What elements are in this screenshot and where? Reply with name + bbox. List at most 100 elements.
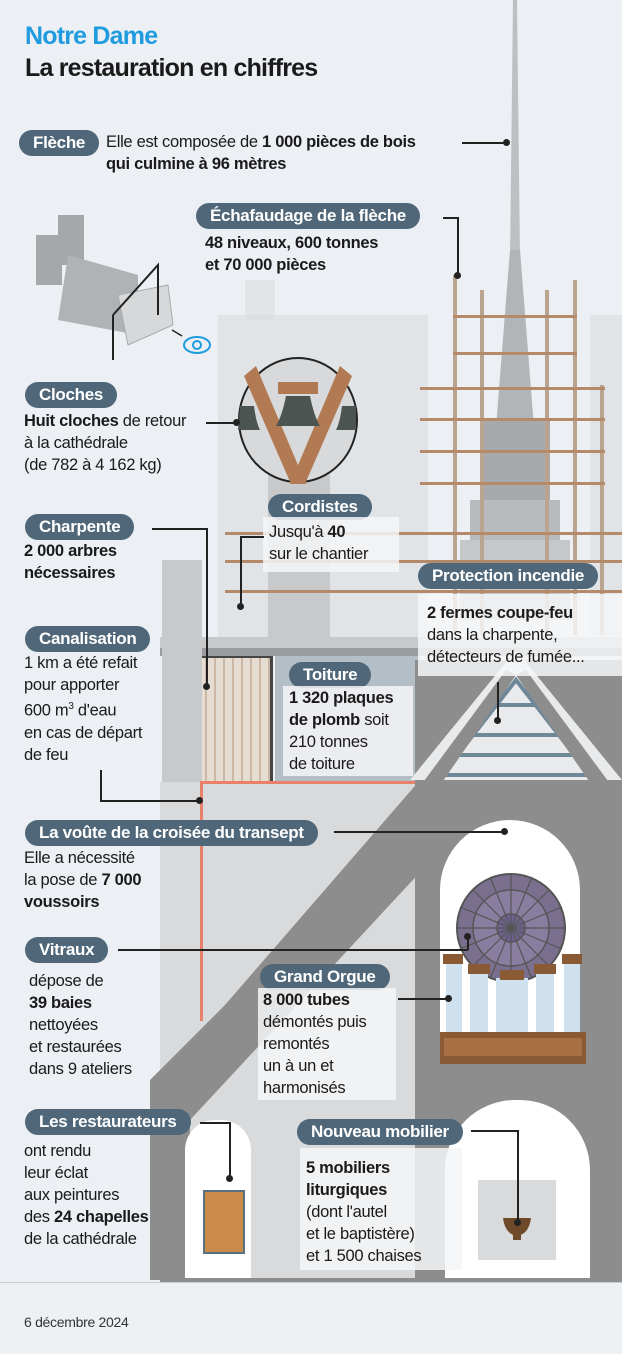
leader-dot	[501, 828, 508, 835]
fleche-text: Elle est composée de 1 000 pièces de boi…	[106, 131, 416, 175]
leader-dot	[464, 933, 471, 940]
leader-line	[100, 800, 199, 802]
canalisation-line1: 1 km a été refait	[24, 654, 138, 672]
orgue-line4: un à un et	[263, 1057, 334, 1075]
mobilier-line5: et 1 500 chaises	[306, 1247, 422, 1265]
bells-icon	[238, 357, 358, 484]
leader-line	[443, 217, 458, 219]
canalisation-line5: de feu	[24, 745, 69, 764]
leader-line	[398, 998, 448, 1000]
cordistes-text: Jusqu'à 40 sur le chantier	[269, 521, 368, 565]
scaffold-pole	[545, 290, 549, 635]
leader-dot	[203, 683, 210, 690]
toiture-text: 1 320 plaques de plomb soit 210 tonnes d…	[289, 687, 394, 775]
buttress-icon	[150, 780, 450, 1280]
roof-frame	[198, 656, 273, 782]
restaurateurs-line4-pre: des	[24, 1208, 54, 1226]
floor-line	[160, 1278, 622, 1282]
cloches-line1: de retour	[118, 412, 187, 430]
scaffold-beam	[453, 352, 577, 355]
charpente-line1: 2 000 arbres	[24, 542, 117, 560]
canalisation-line2: pour apporter	[24, 676, 120, 694]
leader-line	[200, 1122, 230, 1124]
restaurateurs-line3: aux peintures	[24, 1186, 120, 1204]
badge-nouveau-mobilier: Nouveau mobilier	[297, 1119, 463, 1145]
charpente-line2: nécessaires	[24, 564, 116, 582]
voute-line3-bold: voussoirs	[24, 893, 100, 911]
badge-grand-orgue: Grand Orgue	[260, 964, 390, 990]
publication-date: 6 décembre 2024	[24, 1314, 129, 1330]
cloches-bold: Huit cloches	[24, 412, 119, 430]
cloches-line3: (de 782 à 4 162 kg)	[24, 456, 162, 474]
kicker: Notre Dame	[25, 22, 158, 50]
organ-icon	[440, 954, 586, 1064]
vitraux-line4: et restaurées	[29, 1038, 122, 1056]
leader-dot	[445, 995, 452, 1002]
vitraux-line5: dans 9 ateliers	[29, 1060, 132, 1078]
protection-line3: détecteurs de fumée...	[427, 648, 585, 666]
toiture-textbox	[283, 686, 413, 776]
restaurateurs-line4-bold: 24 chapelles	[54, 1208, 149, 1226]
leader-line	[229, 1122, 231, 1178]
voute-text: Elle a nécessité la pose de 7 000 vousso…	[24, 847, 142, 913]
footer-divider	[0, 1282, 622, 1283]
roof-highlight-vertical	[200, 781, 203, 1021]
voute-line2-bold: 7 000	[101, 871, 142, 889]
leader-dot	[454, 272, 461, 279]
canalisation-line4: en cas de départ	[24, 723, 143, 742]
cathedral-locator-icon	[36, 215, 174, 360]
page-title: La restauration en chiffres	[25, 54, 318, 82]
vitraux-line3: nettoyées	[29, 1016, 98, 1034]
fleche-text-line2: qui culmine à 96 mètres	[106, 155, 287, 173]
scaffold-pole	[453, 275, 457, 635]
restaurateurs-text: ont rendu leur éclat aux peintures des 2…	[24, 1140, 149, 1250]
scaffold-beam	[225, 560, 622, 563]
truss-icon	[410, 650, 622, 800]
cloches-text: Huit cloches de retour à la cathédrale (…	[24, 410, 186, 476]
scaffold-beam	[420, 482, 605, 485]
canalisation-line3-pre: 600 m	[24, 701, 69, 720]
leader-dot	[226, 1175, 233, 1182]
badge-toiture: Toiture	[289, 662, 372, 688]
leader-line	[240, 536, 264, 538]
badge-charpente: Charpente	[25, 514, 135, 540]
scaffold-beam	[420, 418, 605, 421]
scaffold-beam	[420, 450, 605, 453]
scaffold-pole	[600, 385, 604, 635]
background-turret	[245, 280, 275, 320]
footer	[0, 1283, 622, 1354]
leader-line	[517, 1130, 519, 1222]
echafaudage-text: 48 niveaux, 600 tonnes et 70 000 pièces	[205, 232, 378, 276]
leader-line	[100, 770, 102, 801]
canalisation-line3-sup: 3	[68, 701, 74, 712]
badge-voute: La voûte de la croisée du transept	[25, 820, 318, 846]
mobilier-bold1: 5 mobiliers	[306, 1159, 390, 1177]
leader-line	[240, 536, 242, 606]
scaffold-pole	[480, 290, 484, 635]
cordistes-line1-pre: Jusqu'à	[269, 523, 328, 541]
badge-protection-incendie: Protection incendie	[418, 563, 599, 589]
toiture-line3: 210 tonnes	[289, 733, 368, 751]
toiture-line4: de toiture	[289, 755, 355, 773]
background-tower-right	[590, 315, 622, 635]
leader-line	[206, 422, 236, 424]
baptismal-font-icon	[503, 1218, 531, 1240]
leader-dot	[237, 603, 244, 610]
badge-vitraux: Vitraux	[25, 937, 109, 963]
orgue-line5: harmonisés	[263, 1079, 346, 1097]
badge-canalisation: Canalisation	[25, 626, 151, 652]
canalisation-text: 1 km a été refait pour apporter 600 m3 d…	[24, 652, 142, 766]
leader-line	[152, 528, 208, 530]
scaffold-beam	[225, 532, 622, 535]
mobilier-text: 5 mobiliers liturgiques (dont l'autel et…	[306, 1157, 422, 1267]
eye-icon	[171, 329, 211, 354]
restaurateurs-line1: ont rendu	[24, 1142, 92, 1160]
leader-line	[206, 528, 208, 686]
cloches-line2: à la cathédrale	[24, 434, 128, 452]
vitraux-line1: dépose de	[29, 972, 104, 990]
protection-line2: dans la charpente,	[427, 626, 558, 644]
mobilier-line3: (dont l'autel	[306, 1203, 387, 1221]
orgue-text: 8 000 tubes démontés puis remontés un à …	[263, 989, 367, 1099]
leader-dot	[233, 419, 240, 426]
protection-text: 2 fermes coupe-feu dans la charpente, dé…	[427, 602, 585, 668]
